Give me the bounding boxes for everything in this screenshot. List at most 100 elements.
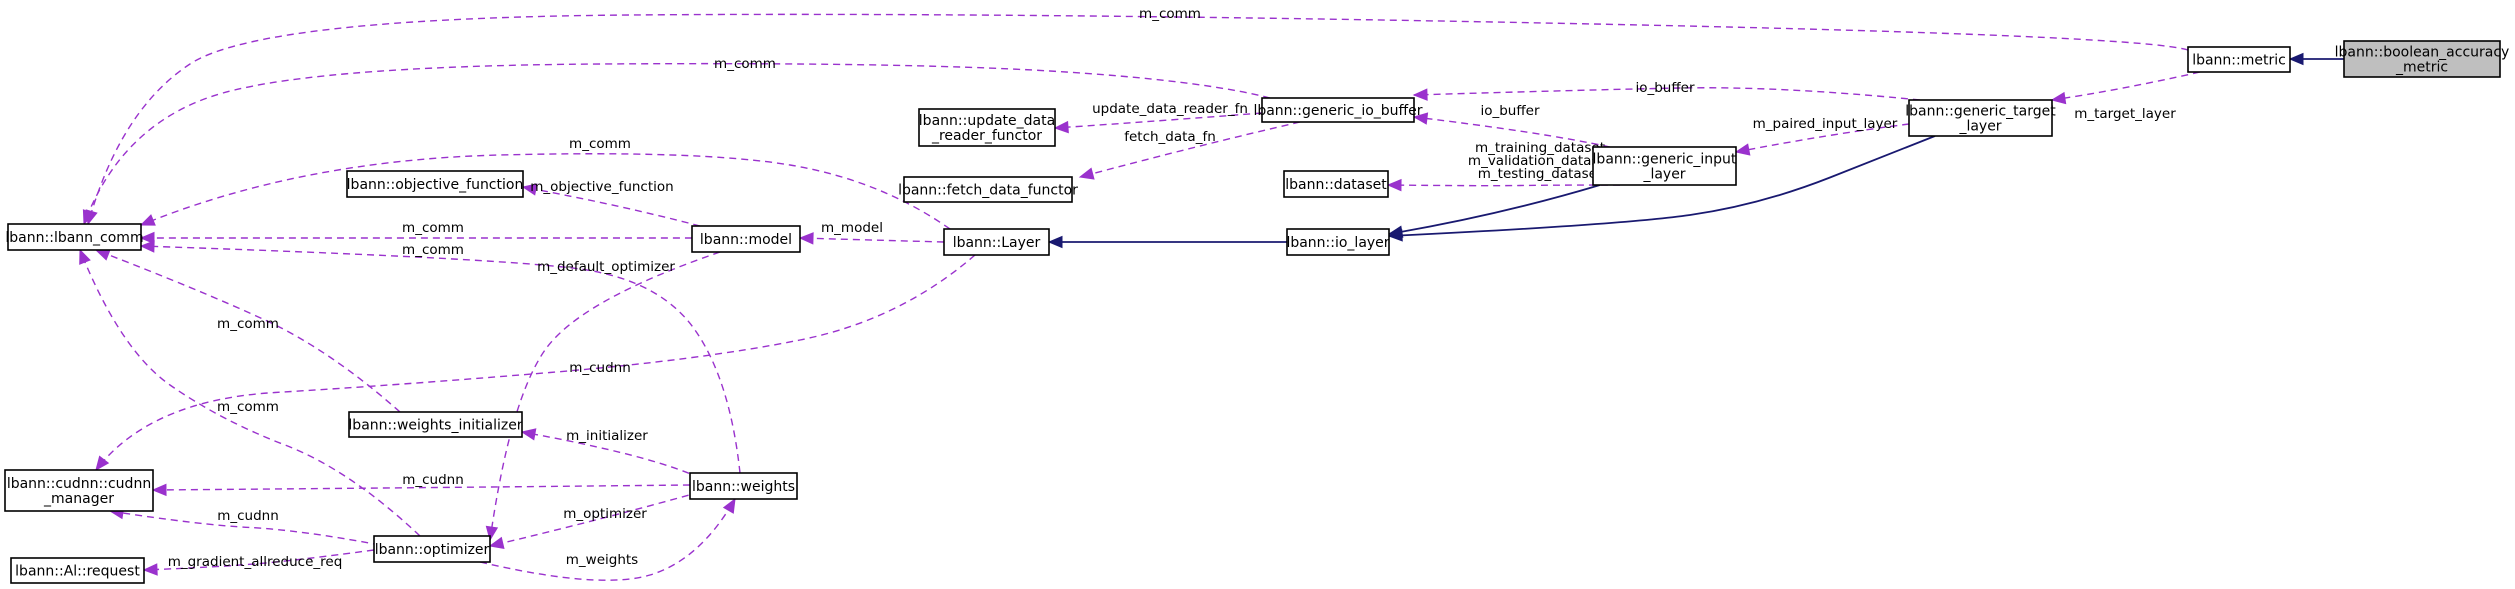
node-box <box>2343 40 2501 78</box>
edge-metric-target <box>2050 71 2201 105</box>
edge-target-iobuf <box>1412 87 1921 101</box>
arrowhead <box>1078 167 1095 180</box>
node-label: lbann::Layer <box>953 235 1041 251</box>
edge-label: m_cudnn <box>569 360 631 376</box>
arrowhead <box>139 214 156 226</box>
arrowhead <box>1412 88 1428 101</box>
node-box <box>2187 46 2291 73</box>
arrowhead <box>79 248 91 265</box>
edge-weights-optimizer <box>488 491 701 549</box>
edge-line <box>87 13 2189 225</box>
node-box <box>7 223 142 251</box>
edge-label: m_comm <box>402 242 464 258</box>
arrowhead <box>1387 225 1404 238</box>
node-generic-io-buffer[interactable]: lbann::generic_io_buffer <box>1253 97 1423 123</box>
arrowhead <box>1386 178 1402 192</box>
node-cudnn-manager[interactable]: lbann::cudnn::cudnn_manager <box>4 469 154 512</box>
node-label: _metric <box>2395 60 2448 76</box>
arrowhead <box>1734 143 1751 156</box>
node-label: lbann::generic_input <box>1593 152 1737 168</box>
node-generic-target-layer[interactable]: lbann::generic_target_layer <box>1905 99 2056 137</box>
edge-iobuf-update <box>1053 112 1263 134</box>
edge-label: m_cudnn <box>217 508 279 524</box>
edge-line <box>521 431 701 479</box>
edge-layer-comm <box>139 153 951 230</box>
edge-line <box>489 251 721 541</box>
edge-optimizer-request <box>142 549 375 576</box>
edge-layer-cudnn <box>95 254 976 472</box>
edge-label: fetch_data_fn <box>1124 129 1216 145</box>
edge-iobuf-fetch <box>1078 121 1301 180</box>
arrowhead <box>139 231 155 245</box>
node-boolean-accuracy-metric[interactable]: lbann::boolean_accuracy_metric <box>2335 40 2510 78</box>
node-fetch-data-functor[interactable]: lbann::fetch_data_functor <box>898 176 1078 203</box>
arrowhead <box>520 428 537 441</box>
edge-weights-comm <box>139 240 741 474</box>
edge-line <box>143 549 375 571</box>
edge-label: m_comm <box>217 399 279 415</box>
edge-label: m_gradient_allreduce_req <box>168 554 343 570</box>
node-model[interactable]: lbann::model <box>691 225 801 253</box>
edge-line <box>1413 87 1921 101</box>
edge-line <box>1079 121 1301 178</box>
nodes: lbann::boolean_accuracy_metric lbann::met… <box>4 40 2510 584</box>
node-layer[interactable]: lbann::Layer <box>943 228 1050 256</box>
node-objective-function[interactable]: lbann::objective_function <box>346 170 524 198</box>
arrowhead <box>151 483 167 497</box>
edge-labels: m_commm_target_layerio_bufferm_paired_in… <box>168 6 2177 570</box>
arrowhead <box>95 455 110 472</box>
node-label: lbann::metric <box>2192 53 2286 69</box>
arrowhead <box>82 209 95 226</box>
arrowhead <box>139 240 155 253</box>
edge-label: m_comm <box>569 136 631 152</box>
edge-line <box>479 498 736 581</box>
node-dataset[interactable]: lbann::dataset <box>1283 170 1389 198</box>
node-label: lbann::fetch_data_functor <box>898 183 1078 199</box>
edge-bam-metric <box>2288 52 2344 66</box>
edge-iolayer-layer <box>1047 235 1287 249</box>
edge-line <box>79 249 421 537</box>
edge-optimizer-weights <box>479 497 736 581</box>
node-al-request[interactable]: lbann::Al::request <box>10 557 145 584</box>
edge-target-input <box>1734 123 1910 156</box>
edge-line <box>799 237 945 243</box>
node-box <box>1283 170 1389 198</box>
node-lbann-comm[interactable]: lbann::lbann_comm <box>5 223 144 251</box>
edge-line <box>95 254 976 471</box>
edge-label: m_model <box>821 220 883 236</box>
node-box <box>943 228 1050 256</box>
edge-model-comm <box>139 231 692 245</box>
edge-label: m_objective_function <box>530 179 673 195</box>
edge-line <box>140 245 741 474</box>
node-label: lbann::weights <box>692 479 795 495</box>
edge-label: io_buffer <box>1480 103 1539 119</box>
edge-label: m_paired_input_layer <box>1753 116 1898 132</box>
edge-line <box>109 510 381 546</box>
edge-line <box>2051 71 2201 101</box>
node-generic-input-layer[interactable]: lbann::generic_input_layer <box>1592 146 1737 186</box>
node-io-layer[interactable]: lbann::io_layer <box>1286 228 1390 256</box>
edge-label: m_comm <box>714 56 776 72</box>
node-weights-initializer[interactable]: lbann::weights_initializer <box>348 411 523 438</box>
node-box <box>348 411 523 438</box>
arrowhead <box>1053 120 1069 134</box>
edge-line <box>152 484 691 491</box>
edge-input-iolayer <box>1387 184 1601 238</box>
node-optimizer[interactable]: lbann::optimizer <box>373 535 491 563</box>
node-box <box>689 472 798 500</box>
node-update-data-reader-functor[interactable]: lbann::update_data_reader_functor <box>918 108 1056 147</box>
edge-line <box>1388 184 1601 235</box>
node-metric[interactable]: lbann::metric <box>2187 46 2291 73</box>
node-weights[interactable]: lbann::weights <box>689 472 798 500</box>
node-box <box>10 557 145 584</box>
arrowhead <box>1047 235 1063 249</box>
arrowhead <box>488 536 505 549</box>
node-label: lbann::dataset <box>1285 177 1387 193</box>
node-label: lbann::generic_target <box>1905 104 2056 120</box>
edge-line <box>1388 135 1936 237</box>
edge-line <box>83 62 1271 225</box>
node-label: lbann::model <box>700 232 792 248</box>
node-label: lbann::update_data <box>919 113 1055 129</box>
edge-weights-winit <box>520 428 701 479</box>
